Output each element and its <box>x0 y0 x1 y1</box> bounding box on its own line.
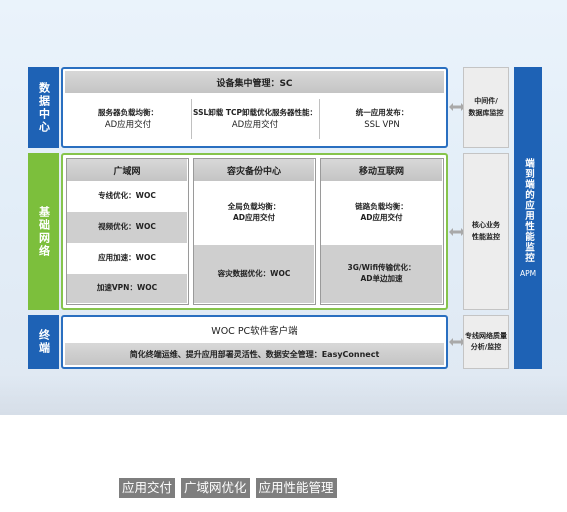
layer-label-network: 基础网络 <box>28 153 59 310</box>
apm-title: 端到端的应用性能监控 <box>523 158 534 263</box>
dr-title: 容灾备份中心 <box>194 159 314 181</box>
divider <box>191 99 192 139</box>
double-arrow-icon <box>449 103 465 111</box>
line-quality-monitor-box: 专线网络质量 分析/监控 <box>463 315 509 369</box>
tag-app-delivery[interactable]: 应用交付 <box>119 478 176 498</box>
double-arrow-icon <box>449 228 465 236</box>
mobile-link-lb: 链路负载均衡： AD应用交付 <box>321 181 442 245</box>
middleware-monitor-box: 中间件/ 数据库监控 <box>463 67 509 148</box>
wan-title: 广域网 <box>67 159 187 181</box>
dc-cell-app-publish: 统一应用发布： SSL VPN <box>320 95 444 144</box>
mobile-title: 移动互联网 <box>321 159 442 181</box>
layer-label-terminal: 终端 <box>28 315 59 369</box>
device-management-header: 设备集中管理：SC <box>65 71 444 93</box>
wan-item-vpn: 加速VPN：WOC <box>67 274 187 303</box>
dr-data-optimization: 容灾数据优化：WOC <box>194 245 314 303</box>
dr-column: 容灾备份中心 全局负载均衡： AD应用交付 容灾数据优化：WOC <box>193 158 316 305</box>
tag-apm[interactable]: 应用性能管理 <box>255 478 337 498</box>
wan-item-leased-line: 专线优化：WOC <box>67 181 187 212</box>
diagram-canvas: 数据中心 设备集中管理：SC 服务器负载均衡： AD应用交付 SSL卸载 TCP… <box>0 0 567 415</box>
apm-tag: APM <box>519 269 537 278</box>
mobile-3g-wifi: 3G/Wifi传输优化： AD单边加速 <box>321 245 442 303</box>
dc-cell-ssl-offload: SSL卸载 TCP卸载优化服务器性能： AD应用交付 <box>192 95 318 144</box>
layer-label-data-center: 数据中心 <box>28 67 59 148</box>
device-management-text: 设备集中管理：SC <box>216 78 293 89</box>
data-center-panel: 设备集中管理：SC 服务器负载均衡： AD应用交付 SSL卸载 TCP卸载优化服… <box>61 67 448 148</box>
easyconnect-row: 简化终端运维、提升应用部署灵活性、数据安全管理：EasyConnect <box>65 343 444 365</box>
core-business-monitor-box: 核心业务 性能监控 <box>463 153 509 310</box>
wan-column: 广域网 专线优化：WOC 视频优化：WOC 应用加速：WOC 加速VPN：WOC <box>66 158 189 305</box>
dr-global-lb: 全局负载均衡： AD应用交付 <box>194 181 314 245</box>
tag-wan-optimization[interactable]: 广域网优化 <box>181 478 250 498</box>
layer-label-text: 数据中心 <box>37 81 51 134</box>
double-arrow-icon <box>449 338 465 346</box>
terminal-panel: WOC PC软件客户端 简化终端运维、提升应用部署灵活性、数据安全管理：Easy… <box>61 315 448 369</box>
mobile-column: 移动互联网 链路负载均衡： AD应用交付 3G/Wifi传输优化： AD单边加速 <box>320 158 444 305</box>
divider <box>319 99 320 139</box>
network-panel: 广域网 专线优化：WOC 视频优化：WOC 应用加速：WOC 加速VPN：WOC… <box>61 153 448 310</box>
dc-cell-server-lb: 服务器负载均衡： AD应用交付 <box>65 95 191 144</box>
keyword-tags: 应用交付 广域网优化 应用性能管理 <box>119 478 337 498</box>
apm-bar: 端到端的应用性能监控 APM <box>514 67 542 369</box>
wan-item-app-accel: 应用加速：WOC <box>67 243 187 274</box>
woc-client-header: WOC PC软件客户端 <box>65 319 444 341</box>
wan-item-video: 视频优化：WOC <box>67 212 187 243</box>
